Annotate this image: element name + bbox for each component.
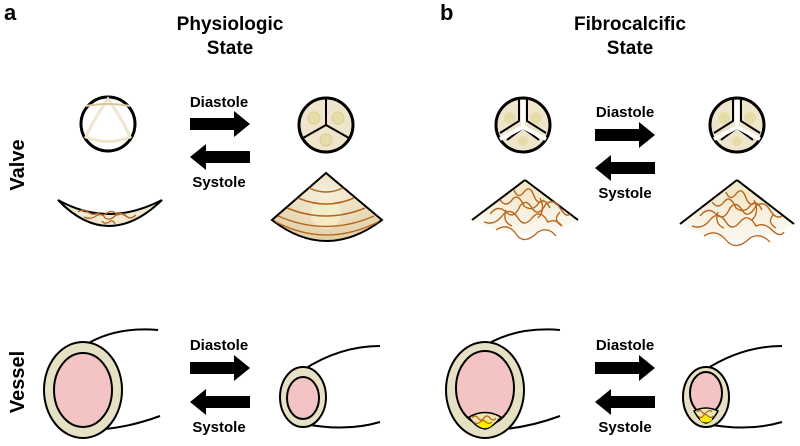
panel-label-a: a: [4, 0, 17, 25]
title-physiologic-line1: Physiologic: [177, 14, 284, 35]
label-systole-vessel-b: Systole: [598, 419, 651, 436]
arrow-diastole-valve-a: [190, 111, 250, 137]
title-fibrocalcific-line2: State: [607, 38, 653, 59]
row-label-vessel: Vessel: [7, 351, 29, 413]
valve-open-fibrocalcific: [494, 96, 552, 154]
arrow-diastole-vessel-a: [190, 355, 250, 381]
leaflet-sector-fibrocalcific-right: [679, 179, 795, 247]
valve-closed-fibrocalcific: [708, 96, 766, 154]
label-diastole-valve-a: Diastole: [190, 94, 248, 111]
label-systole-valve-a: Systole: [192, 174, 245, 191]
vessel-small-fibrocalcific: [682, 345, 783, 429]
label-diastole-vessel-b: Diastole: [596, 337, 654, 354]
label-diastole-valve-b: Diastole: [596, 104, 654, 121]
label-diastole-vessel-a: Diastole: [190, 337, 248, 354]
leaflet-sector-fibrocalcific-left: [471, 179, 579, 241]
label-systole-vessel-a: Systole: [192, 419, 245, 436]
arrow-diastole-valve-b: [595, 122, 655, 148]
row-label-valve: Valve: [7, 139, 29, 190]
vessel-large-fibrocalcific: [445, 328, 561, 439]
arrow-systole-valve-a: [190, 144, 250, 170]
title-physiologic-line2: State: [207, 38, 253, 59]
panel-label-b: b: [440, 0, 453, 25]
leaflet-sector-physiologic: [270, 171, 384, 242]
arrow-systole-valve-b: [595, 155, 655, 181]
vessel-large-physiologic: [43, 328, 161, 439]
arrow-diastole-vessel-b: [595, 355, 655, 381]
valve-open-physiologic: [79, 95, 137, 153]
arrow-systole-vessel-b: [595, 389, 655, 415]
vessel-small-physiologic: [279, 345, 381, 429]
leaflet-crescent-physiologic: [57, 199, 163, 227]
label-systole-valve-b: Systole: [598, 185, 651, 202]
title-fibrocalcific-line1: Fibrocalcific: [574, 14, 686, 35]
arrow-systole-vessel-a: [190, 389, 250, 415]
valve-closed-physiologic: [297, 96, 355, 154]
